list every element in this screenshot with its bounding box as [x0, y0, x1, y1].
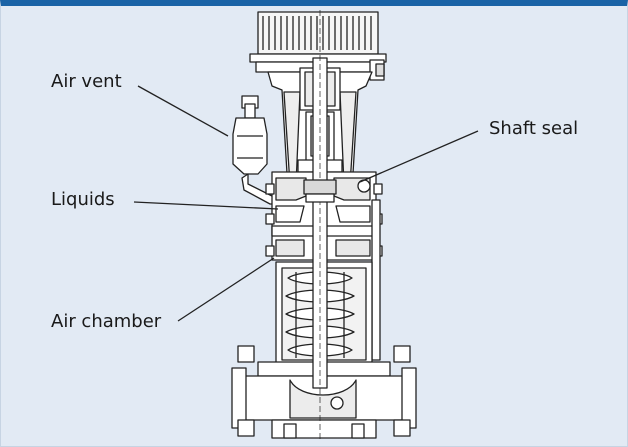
label-liquids: Liquids [51, 189, 115, 210]
air-vent-container [232, 95, 283, 205]
label-air-chamber: Air chamber [51, 311, 162, 332]
motor-fan-housing [257, 11, 379, 55]
label-air-vent: Air vent [51, 71, 122, 92]
leader-air-chamber [177, 257, 275, 322]
pump-base [231, 345, 417, 439]
pump-shaft [312, 10, 328, 440]
leader-shaft-seal [359, 130, 479, 183]
label-shaft-seal: Shaft seal [489, 118, 579, 139]
leader-air-vent [137, 85, 229, 137]
leader-liquids [133, 201, 279, 210]
pressure-gauge [357, 179, 371, 193]
shaft-seal [303, 179, 337, 203]
